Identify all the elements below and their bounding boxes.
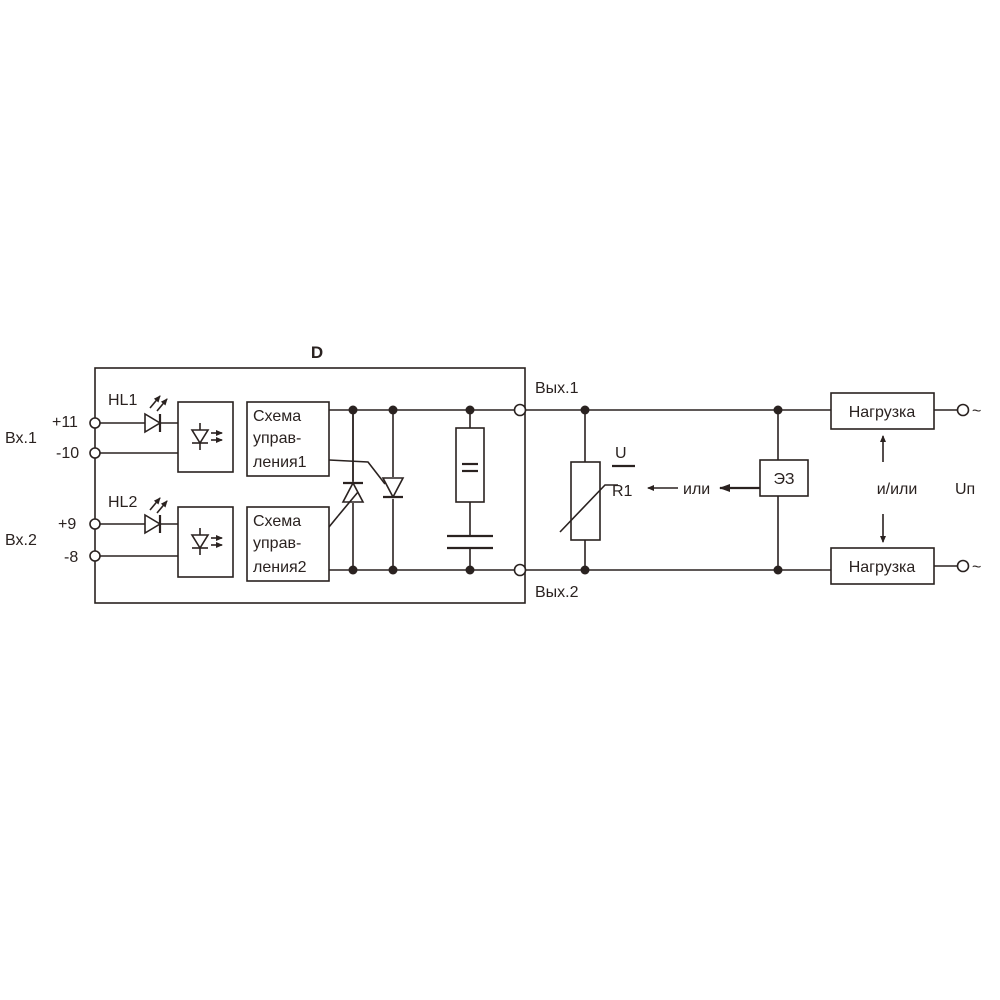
and-or-label: и/или [877, 481, 918, 498]
varistor-icon [570, 461, 601, 541]
tilde-top: ~ [972, 403, 981, 420]
control-circuit2-box [246, 506, 330, 582]
control1-line3: ления1 [253, 454, 307, 471]
optocoupler2-box [177, 506, 234, 578]
terminal-icon [513, 403, 527, 417]
tilde-bottom: ~ [972, 559, 981, 576]
load-top-box [830, 392, 935, 430]
input2-label: Вх.2 [5, 532, 37, 549]
supply-label: Uп [955, 481, 975, 498]
terminal-icon [956, 403, 970, 417]
device-label: D [311, 343, 323, 362]
pin-plus11-label: +11 [52, 414, 78, 431]
load-bottom-box [830, 547, 935, 585]
thyristor-icon [328, 410, 365, 528]
protection-element-label: ЭЗ [774, 471, 795, 488]
load-bottom-label: Нагрузка [849, 559, 916, 576]
capacitor-icon [447, 534, 493, 550]
varistor-u-label: U [615, 445, 627, 462]
led-icon [144, 497, 168, 535]
output1-label: Вых.1 [535, 380, 579, 397]
terminal-icon [513, 563, 527, 577]
input1-label: Вх.1 [5, 430, 37, 447]
control2-line1: Схема [253, 513, 301, 530]
optocoupler1-box [177, 401, 234, 473]
varistor-r1-label: R1 [612, 483, 633, 500]
pin-minus10-label: -10 [56, 445, 79, 462]
led-icon [144, 395, 168, 434]
control1-line2: управ- [253, 430, 301, 447]
thyristor-icon [328, 459, 405, 499]
load-top-label: Нагрузка [849, 404, 916, 421]
terminal-icon [89, 417, 101, 429]
led1-label: HL1 [108, 392, 137, 409]
control2-line3: ления2 [253, 559, 307, 576]
optocoupler-icon [190, 423, 223, 450]
terminal-icon [89, 550, 101, 562]
terminal-icon [956, 559, 970, 573]
protection-element-box [759, 459, 809, 497]
terminal-icon [89, 518, 101, 530]
or-label: или [683, 481, 710, 498]
device-frame [94, 367, 526, 604]
control-circuit1-box [246, 401, 330, 477]
control1-line1: Схема [253, 408, 301, 425]
pin-plus9-label: +9 [58, 516, 76, 533]
output2-label: Вых.2 [535, 584, 579, 601]
control2-line2: управ- [253, 535, 301, 552]
terminal-icon [89, 447, 101, 459]
optocoupler-icon [190, 528, 223, 555]
pin-minus8-label: -8 [64, 549, 78, 566]
led2-label: HL2 [108, 494, 137, 511]
